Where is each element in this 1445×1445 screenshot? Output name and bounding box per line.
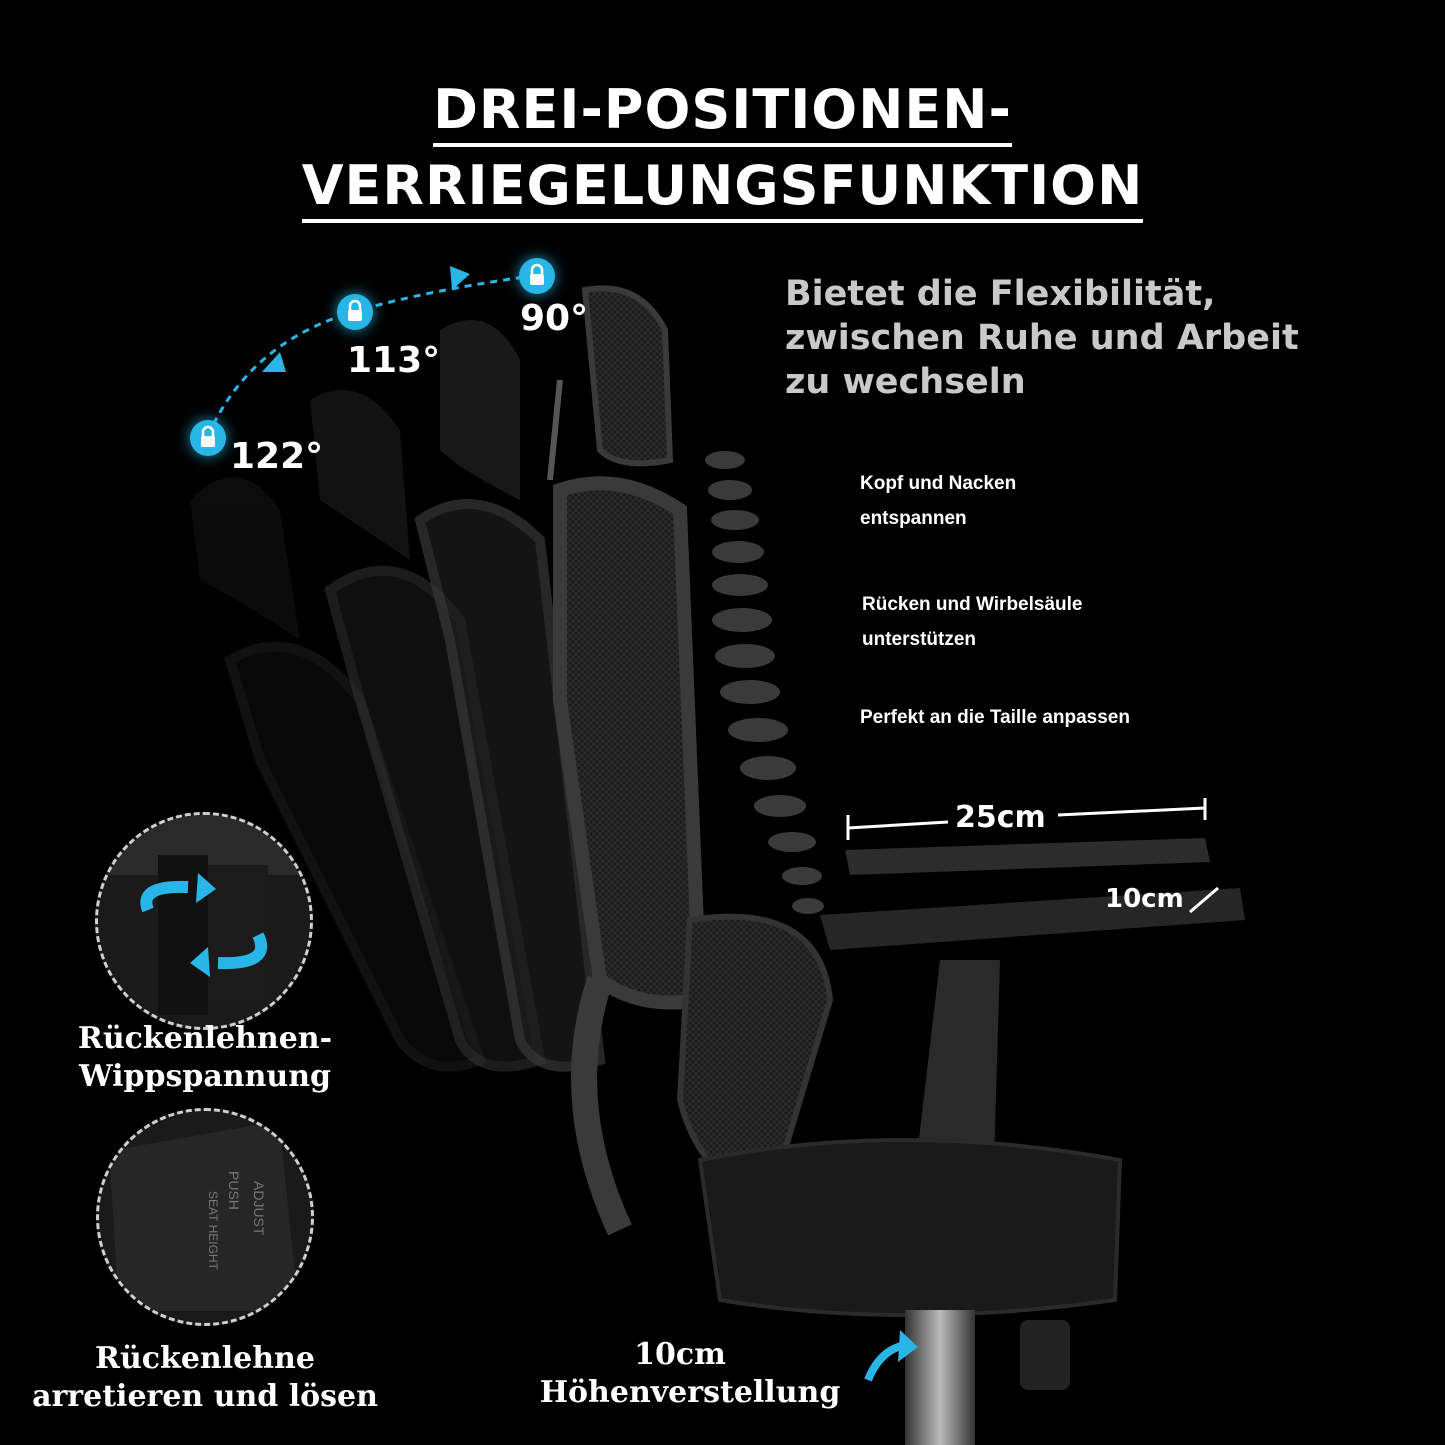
feature-head-neck: Kopf und Nacken entspannen bbox=[860, 473, 1017, 529]
armrest-top bbox=[845, 838, 1210, 875]
subtitle-line: Bietet die Flexibilität, bbox=[785, 274, 1216, 314]
feature-waist: Perfekt an die Taille anpassen bbox=[860, 707, 1130, 728]
flexibility-subtitle: Bietet die Flexibilität, zwischen Ruhe u… bbox=[785, 272, 1385, 404]
angle-label-90: 90° bbox=[520, 298, 589, 339]
lock-icon bbox=[519, 258, 555, 294]
lock-icon bbox=[190, 420, 226, 456]
headrest bbox=[581, 285, 674, 467]
armrest-width-label: 25cm bbox=[955, 800, 1046, 835]
rotate-arrow-icon bbox=[217, 932, 268, 970]
lever-push-text: PUSH bbox=[226, 1171, 242, 1210]
depth-dimension-line bbox=[1189, 886, 1219, 914]
armrest-depth-label: 10cm bbox=[1105, 884, 1184, 914]
gas-lift bbox=[905, 1310, 975, 1445]
feature-back-spine: Rücken und Wirbelsäule unterstützen bbox=[862, 594, 1083, 650]
tension-caption: Rückenlehnen- Wippspannung bbox=[77, 1021, 333, 1094]
tension-knob-detail bbox=[95, 812, 313, 1030]
lever-adjust-text: ADJUST bbox=[251, 1181, 267, 1236]
recline-arc bbox=[206, 274, 533, 437]
subtitle-line: zwischen Ruhe und Arbeit bbox=[785, 318, 1299, 358]
width-dimension-line bbox=[846, 798, 1207, 840]
lock-lever-detail: PUSH ADJUST SEAT HEIGHT bbox=[96, 1108, 314, 1326]
subtitle-line: zu wechseln bbox=[785, 362, 1026, 402]
angle-label-113: 113° bbox=[347, 340, 441, 381]
rotate-arrow-icon bbox=[140, 880, 189, 913]
title-line-2: VERRIEGELUNGSFUNKTION bbox=[0, 154, 1445, 223]
arc-arrow-icon bbox=[450, 266, 470, 290]
lock-release-caption: Rückenlehne arretieren und lösen bbox=[32, 1341, 378, 1414]
spine-graphic bbox=[705, 451, 824, 914]
ghost-backrest-100 bbox=[414, 320, 606, 1072]
angle-label-122: 122° bbox=[230, 436, 324, 477]
lever-seat-height-text: SEAT HEIGHT bbox=[206, 1191, 220, 1271]
lock-icon bbox=[337, 294, 373, 330]
height-value-label: 10cm bbox=[634, 1337, 726, 1372]
seat-cushion bbox=[697, 1138, 1123, 1317]
arc-arrow-icon bbox=[262, 352, 286, 372]
height-adjustment-label: Höhenverstellung bbox=[539, 1375, 841, 1410]
title-line-1: DREI-POSITIONEN- bbox=[0, 78, 1445, 147]
